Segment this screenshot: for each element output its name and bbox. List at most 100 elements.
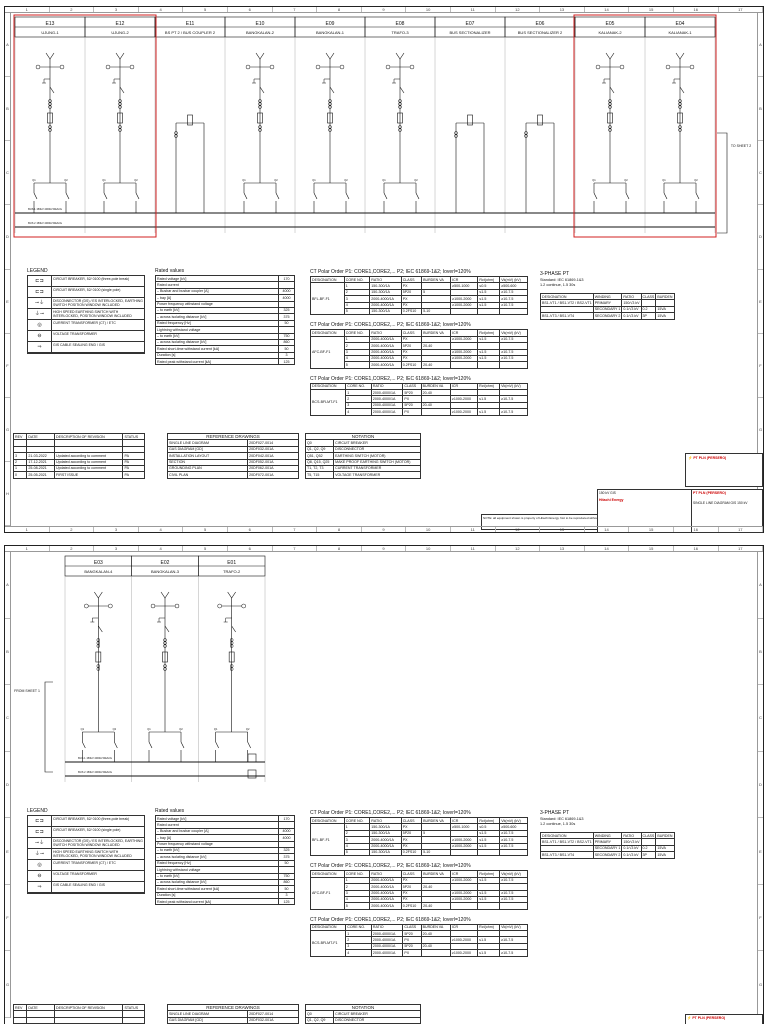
bay-code: E11 (186, 21, 195, 27)
rating-row: Rated short-time withstand current [kA]5… (155, 345, 295, 353)
voltage-transformer-icon (409, 64, 415, 70)
disconnector-icon (65, 192, 70, 200)
ct-cell: 5P20 (402, 401, 422, 410)
busbar-2-label: BUS 2 150kV 4000A 50kA/3s (78, 770, 112, 774)
rated-values-title-2: Rated values (155, 808, 185, 814)
cable-sealing-end-icon (325, 52, 335, 60)
current-transformer-icon (48, 128, 52, 132)
revision-empty-row (12, 445, 145, 454)
ct-cell: PX (400, 282, 423, 290)
legend-title-2: LEGEND (27, 808, 48, 814)
breaker-1pole-icon: ⊏⊐ (28, 827, 52, 837)
cable-sealing-end-icon (227, 591, 236, 599)
ct-header-cell: ICR (450, 329, 479, 337)
disconnector-icon (231, 625, 236, 633)
disconnector-icon (625, 192, 630, 200)
bay-name: BUS SECTIONALIZER (449, 30, 490, 35)
notation-code: Q8, Q15, Q25 (304, 458, 335, 466)
voltage-transformer-icon (385, 64, 391, 70)
notation-code: T5, T15 (304, 471, 335, 479)
disconnector-icon (399, 86, 405, 94)
voltage-transformer-icon (150, 603, 156, 609)
disconnector-label: Q1 (214, 727, 218, 731)
breaker-3pole-icon: ⊏⊐ (28, 276, 52, 286)
bay-name: BANGKALAN-3 (151, 569, 180, 574)
busbar-2-label: BUS 2 150kV 4000A 50kA/3s (28, 221, 62, 225)
disconnector-label: Q1 (382, 178, 386, 182)
ct-header-cell: DESIGNATION (310, 870, 345, 878)
disconnector-icon (114, 741, 118, 749)
disconnector-icon (259, 86, 265, 94)
hs-earthing-switch-icon: ⏚⊸ (28, 309, 52, 319)
rating-row: Rated voltage [kV]170 (155, 274, 295, 283)
cable-sealing-end-icon (160, 591, 170, 599)
current-transformer-icon (328, 128, 332, 132)
disconnector-label: Q2 (274, 178, 278, 182)
ct-cell: 5P20 (400, 288, 423, 297)
rating-label: Rated peak withstand current [kA] (155, 898, 279, 906)
cable-sealing-end-icon: ⇒ (28, 882, 52, 892)
rating-value (278, 300, 295, 308)
disconnector-icon (33, 192, 38, 200)
earthing-switch-icon (42, 78, 50, 84)
legend-list-2: ⊏⊐ CIRCUIT BREAKER, 52/ 0100 (three-pole … (27, 815, 145, 894)
voltage-transformer-icon (339, 64, 345, 70)
current-transformer-icon (454, 134, 458, 138)
ct-cell: ≥1000-2000 (450, 335, 479, 344)
disconnector-icon (275, 192, 280, 200)
highlight-frame (13, 14, 157, 238)
reference-name: INSTALLATION LAYOUT (166, 452, 249, 460)
vt-header-cell: BURDEN (655, 293, 675, 301)
ct-cell: 20-40 (421, 902, 452, 910)
ct-cell (449, 389, 479, 397)
ct-cell: 150-300/1A (369, 307, 402, 316)
to-sheet-label: TO SHEET 2 (731, 144, 751, 148)
legend-text: CIRCUIT BREAKER, 52/ 0100 (three-pole br… (53, 817, 130, 821)
ct-cell: ≥10-7.5 (499, 949, 528, 957)
disconnector-icon (49, 86, 55, 94)
ct-cell: ≥1000-2000 (449, 408, 479, 416)
rating-value: 860 (278, 338, 295, 347)
current-transformer-icon (48, 105, 52, 109)
rating-value: 50 (278, 319, 295, 328)
ct-designation: BCS-BFLMT-F1 (309, 389, 347, 416)
bay-name: KALIANAK-1 (668, 30, 692, 35)
bay-code: E07 (466, 21, 475, 27)
rating-value (278, 281, 295, 289)
current-transformer-icon (678, 128, 682, 132)
circuit-breaker-icon (537, 114, 543, 126)
reference-number: 20DF042-001A (247, 452, 299, 460)
notation-description: MAKE PROOF EARTHING SWITCH (MOTOR) (333, 458, 421, 466)
current-transformer-icon (398, 128, 402, 132)
ct-cell: ≥1000-2000 (450, 295, 479, 303)
revision-cell (12, 439, 28, 447)
legend-title: LEGEND (27, 268, 48, 274)
ct-cell: ≤1.5 (477, 408, 501, 416)
rating-value: 375 (278, 313, 295, 321)
vt-cell: SECONDARY 2 (592, 312, 623, 320)
disconnector-icon (82, 741, 86, 749)
ct-header-cell: CLASS (400, 275, 423, 284)
rating-row: Rated peak withstand current [kA]125 (155, 358, 295, 366)
rating-row: Duration [s]3 (155, 351, 295, 360)
ct-cell: ≥1000-2000 (450, 301, 479, 309)
reference-header-row: REFERENCE DRAWINGS (167, 432, 299, 441)
ct-cell: 5 (343, 307, 371, 316)
ct-cell: ≥10-7.5 (499, 348, 528, 356)
vt-continuous: 1.2 continue, 1.5 30s (540, 282, 576, 287)
voltage-transformer-icon (665, 64, 671, 70)
